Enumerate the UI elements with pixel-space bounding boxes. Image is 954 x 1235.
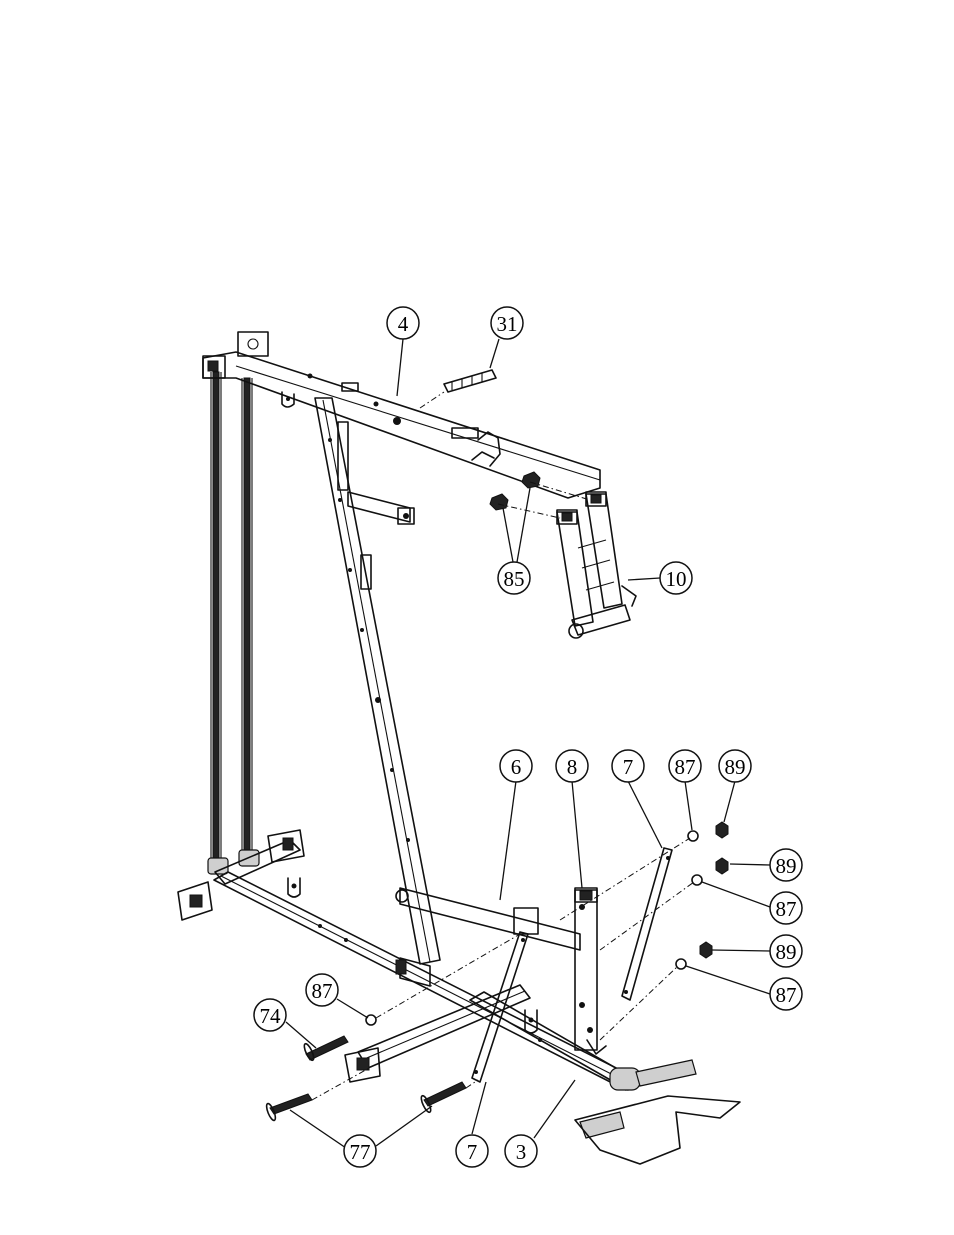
- callout-89-low-label: 89: [776, 940, 797, 964]
- callout-74: 74: [254, 999, 286, 1031]
- callout-8: 8: [556, 750, 588, 782]
- callout-89-top-label: 89: [725, 755, 746, 779]
- callout-89-low: 89: [770, 935, 802, 967]
- front-rail: [345, 985, 740, 1164]
- callout-4: 4: [387, 307, 419, 339]
- callout-87-left-label: 87: [312, 979, 333, 1003]
- callout-89-mid: 89: [770, 849, 802, 881]
- diagonal-upright: [315, 398, 440, 964]
- upright-post: [575, 888, 606, 1054]
- callout-6-label: 6: [511, 755, 522, 779]
- callout-7-upper: 7: [612, 750, 644, 782]
- callout-31: 31: [491, 307, 523, 339]
- callout-6: 6: [500, 750, 532, 782]
- callout-7-lower: 7: [456, 1135, 488, 1167]
- callout-4-label: 4: [398, 312, 409, 336]
- callout-87-left: 87: [306, 974, 338, 1006]
- callout-3: 3: [505, 1135, 537, 1167]
- callout-87-low-label: 87: [776, 983, 797, 1007]
- callout-77: 77: [344, 1135, 376, 1167]
- callout-8-label: 8: [567, 755, 578, 779]
- callout-87-top-label: 87: [675, 755, 696, 779]
- callout-74-label: 74: [260, 1004, 282, 1028]
- callout-89-top: 89: [719, 750, 751, 782]
- callout-89-mid-label: 89: [776, 854, 797, 878]
- leader-lines: [286, 339, 770, 1148]
- callout-10-label: 10: [666, 567, 687, 591]
- callout-85-label: 85: [504, 567, 525, 591]
- callout-7-upper-label: 7: [623, 755, 634, 779]
- callout-87-mid: 87: [770, 892, 802, 924]
- callout-77-label: 77: [350, 1140, 371, 1164]
- callout-3-label: 3: [516, 1140, 527, 1164]
- brace-bar-right: [622, 848, 672, 1000]
- callout-7-lower-label: 7: [467, 1140, 478, 1164]
- pin-31: [444, 370, 496, 392]
- callout-87-top: 87: [669, 750, 701, 782]
- callout-31-label: 31: [497, 312, 518, 336]
- callout-87-mid-label: 87: [776, 897, 797, 921]
- callout-85: 85: [498, 562, 530, 594]
- guide-rods: [208, 372, 259, 874]
- callout-87-low: 87: [770, 978, 802, 1010]
- callout-10: 10: [660, 562, 692, 594]
